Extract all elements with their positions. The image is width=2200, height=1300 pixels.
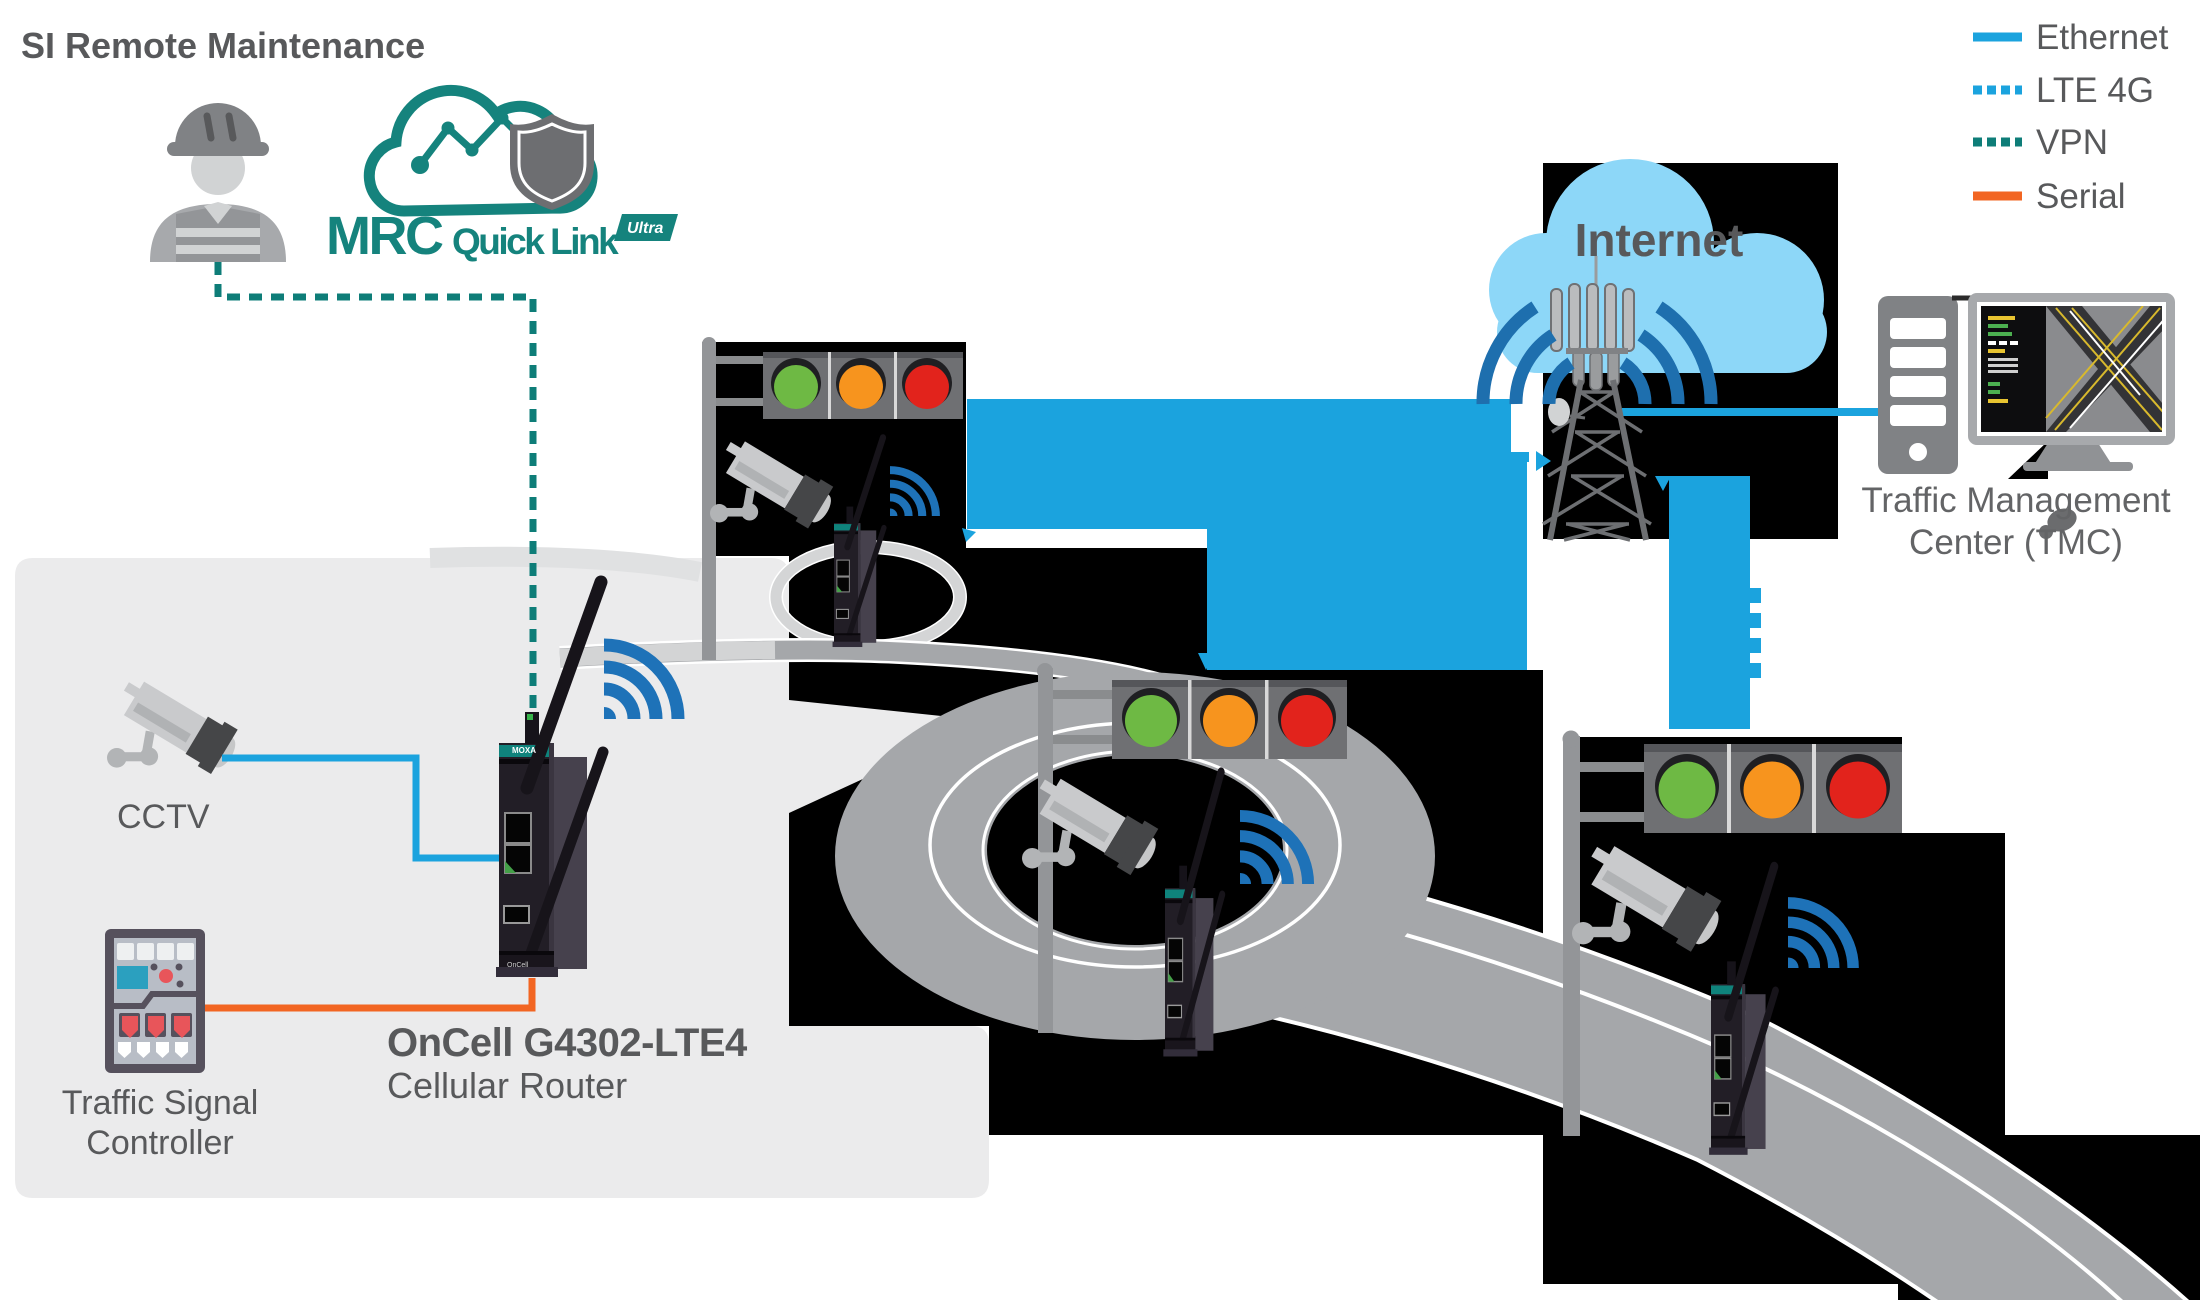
svg-text:OnCell G4302-LTE4: OnCell G4302-LTE4 [387,1021,748,1065]
svg-text:Quick Link: Quick Link [452,221,619,262]
svg-text:Traffic Signal: Traffic Signal [62,1084,259,1122]
svg-text:Serial: Serial [2036,177,2125,216]
svg-text:OnCell: OnCell [507,962,529,969]
svg-text:Traffic Management: Traffic Management [1861,481,2171,520]
svg-text:Ultra: Ultra [627,220,664,237]
svg-text:Ethernet: Ethernet [2036,18,2169,57]
svg-text:Controller: Controller [86,1124,233,1162]
svg-text:Center (TMC): Center (TMC) [1909,523,2123,562]
svg-text:VPN: VPN [2036,123,2108,162]
svg-text:SI Remote Maintenance: SI Remote Maintenance [21,25,425,66]
svg-text:CCTV: CCTV [117,798,210,836]
svg-text:LTE 4G: LTE 4G [2036,71,2154,110]
svg-text:MOXA: MOXA [512,746,536,755]
svg-text:Cellular Router: Cellular Router [387,1065,627,1106]
svg-text:Internet: Internet [1575,214,1744,266]
svg-text:MRC: MRC [326,206,443,266]
